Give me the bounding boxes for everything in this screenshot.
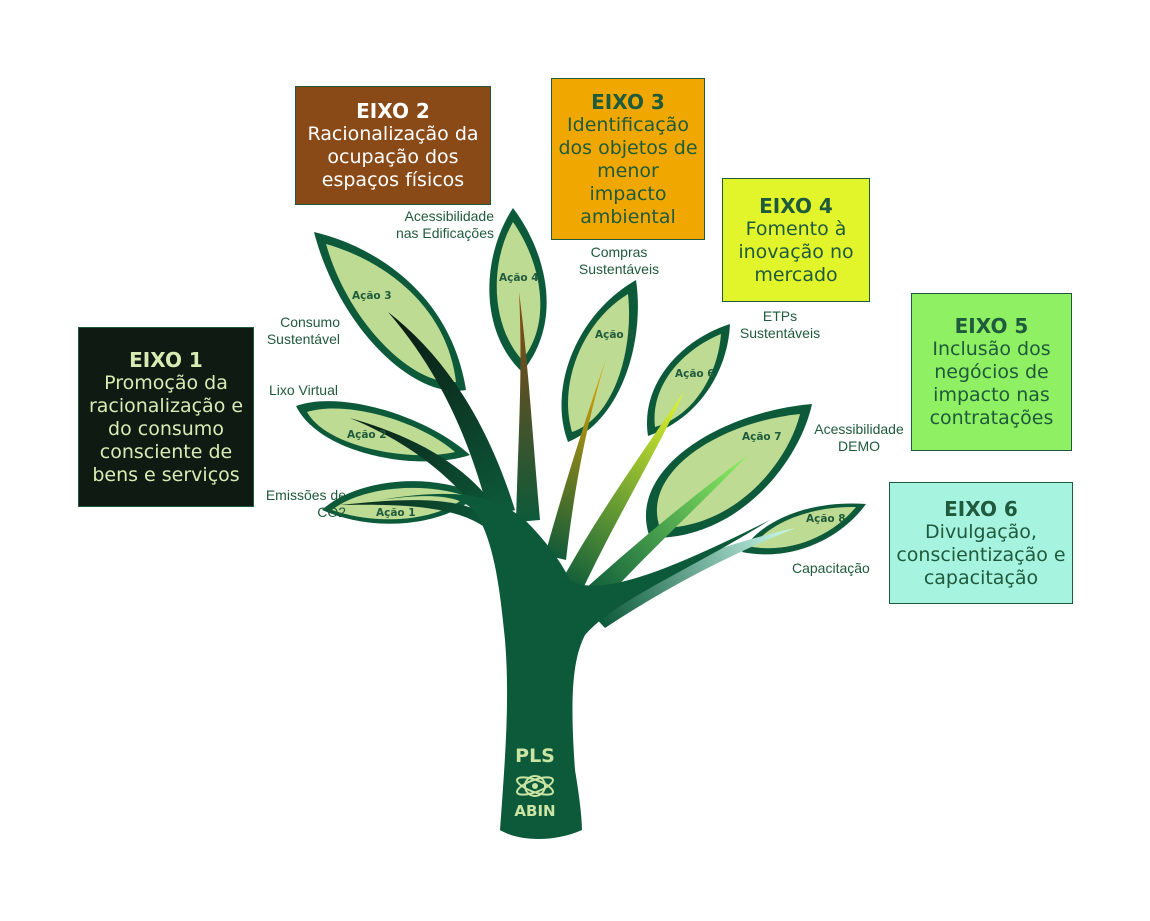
topic-label-acao-1: Emissões de CO2 [265, 487, 346, 520]
branch-acao-4 [516, 292, 540, 522]
acao-label-4: Ação 4 [499, 272, 539, 284]
tree-trunk [380, 493, 770, 839]
eixo-6-box: EIXO 6 Divulgação, conscientização e cap… [889, 482, 1073, 604]
eixo-description: Inclusão dos negócios de impacto nas con… [929, 338, 1054, 429]
topic-label-acao-3: Consumo Sustentável [266, 314, 340, 347]
eixo-1-box: EIXO 1 Promoção da racionalização e do c… [78, 327, 254, 507]
eixo-title: EIXO 3 [591, 89, 665, 114]
abin-globe-icon [516, 775, 554, 797]
acao-label-6: Ação 6 [675, 368, 715, 380]
topic-label-acao-2: Lixo Virtual [268, 382, 338, 398]
topic-label-acao-6: ETPs Sustentáveis [739, 308, 821, 341]
eixo-title: EIXO 5 [954, 314, 1029, 338]
eixo-title: EIXO 1 [129, 347, 203, 372]
acao-label-7: Ação 7 [742, 431, 782, 443]
leaf-acao-5 [561, 280, 638, 442]
eixo-title: EIXO 6 [944, 496, 1018, 521]
acao-label-3: Ação 3 [352, 290, 392, 302]
leaf-acao-4 [489, 208, 547, 372]
trunk-org: ABIN [514, 802, 555, 820]
eixo-description: Fomento à inovação no mercado [738, 217, 854, 286]
acao-label-5: Ação 5 [595, 329, 635, 341]
leaf-acao-3 [314, 232, 466, 391]
leaf-acao-8 [742, 503, 866, 555]
branch-acao-5 [545, 356, 607, 560]
eixo-description: Identificação dos objetos de menor impac… [558, 113, 698, 228]
topic-label-acao-4: Acessibilidade nas Edificações [395, 208, 494, 241]
branch-acao-6 [562, 392, 684, 595]
eixo-5-box: EIXO 5 Inclusão dos negócios de impacto … [911, 293, 1072, 451]
eixo-3-box: EIXO 3 Identificação dos objetos de meno… [551, 78, 705, 240]
topic-label-acao-7: Acessibilidade DEMO [814, 421, 904, 454]
eixo-title: EIXO 2 [356, 99, 430, 123]
eixo-description: Divulgação, conscientização e capacitaçã… [896, 520, 1066, 589]
eixo-title: EIXO 4 [759, 193, 833, 218]
eixo-2-box: EIXO 2 Racionalização da ocupação dos es… [295, 86, 491, 205]
acao-label-2: Ação 2 [347, 429, 387, 441]
eixo-description: Promoção da racionalização e do consumo … [88, 371, 244, 486]
acao-label-1: Ação 1 [376, 507, 416, 519]
leaf-acao-6 [646, 324, 730, 436]
trunk-title: PLS [515, 745, 555, 767]
branch-acao-7 [575, 455, 748, 610]
eixo-description: Racionalização da ocupação dos espaços f… [307, 123, 479, 191]
branch-acao-1 [340, 500, 498, 534]
topic-label-acao-5: Compras Sustentáveis [578, 244, 660, 277]
branch-acao-8 [590, 528, 795, 628]
branch-acao-3 [388, 312, 515, 518]
topic-label-acao-8: Capacitação [792, 560, 870, 576]
eixo-4-box: EIXO 4 Fomento à inovação no mercado [722, 178, 870, 302]
acao-label-8: Ação 8 [806, 513, 846, 525]
